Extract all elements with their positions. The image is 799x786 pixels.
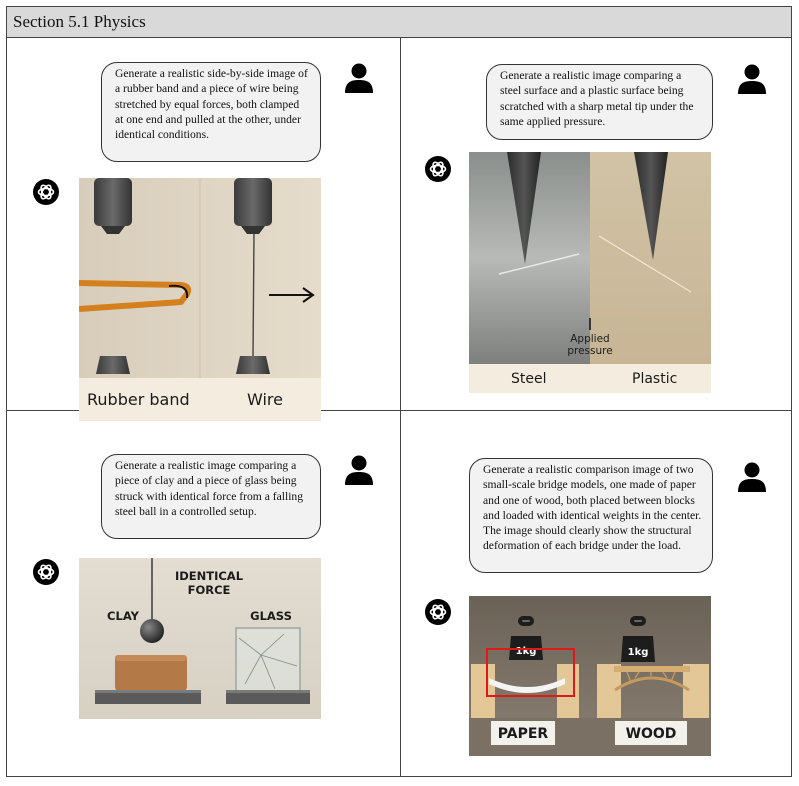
prompt-bubble-3: Generate a realistic image comparing a p… <box>101 454 321 539</box>
prompt-bubble-2: Generate a realistic image comparing a s… <box>486 64 713 140</box>
prompt-bubble-1: Generate a realistic side-by-side image … <box>101 62 321 162</box>
chatgpt-logo-icon <box>33 179 59 205</box>
prompt-bubble-4: Generate a realistic comparison image of… <box>469 458 713 573</box>
label-paper: PAPER <box>498 726 549 742</box>
chatgpt-logo-icon <box>425 156 451 182</box>
label-force: FORCE <box>188 583 231 597</box>
label-clay: CLAY <box>107 609 140 623</box>
highlight-box <box>486 648 575 697</box>
row-divider <box>7 410 791 411</box>
annotation-applied: Applied <box>570 333 609 345</box>
label-identical: IDENTICAL <box>175 569 244 583</box>
annotation-pressure: pressure <box>567 345 612 357</box>
label-plastic: Plastic <box>632 371 677 387</box>
chatgpt-logo-icon <box>425 599 451 625</box>
chatgpt-logo-icon <box>33 559 59 585</box>
weight-label-paper: 1kg <box>516 646 537 657</box>
label-wood: WOOD <box>626 726 677 742</box>
label-rubber-band: Rubber band <box>87 390 190 409</box>
user-icon <box>345 455 373 485</box>
user-icon <box>738 462 766 492</box>
label-glass: GLASS <box>250 609 292 623</box>
paper-wood-bridge-image: 1kg 1kg PAPER WOOD <box>469 596 711 756</box>
user-icon <box>345 63 373 93</box>
figure-frame: Section 5.1 Physics <box>6 6 792 777</box>
steel-plastic-scratch-image: Applied pressure Steel Plastic <box>469 152 711 393</box>
user-icon <box>738 64 766 94</box>
weight-label-wood: 1kg <box>628 647 649 658</box>
clay-glass-impact-image: IDENTICAL FORCE CLAY GLASS <box>79 558 321 719</box>
column-divider <box>400 38 401 776</box>
rubber-band-wire-image: Rubber band Wire <box>79 178 321 421</box>
label-wire: Wire <box>247 390 283 409</box>
section-title: Section 5.1 Physics <box>7 7 791 38</box>
label-steel: Steel <box>511 371 547 387</box>
